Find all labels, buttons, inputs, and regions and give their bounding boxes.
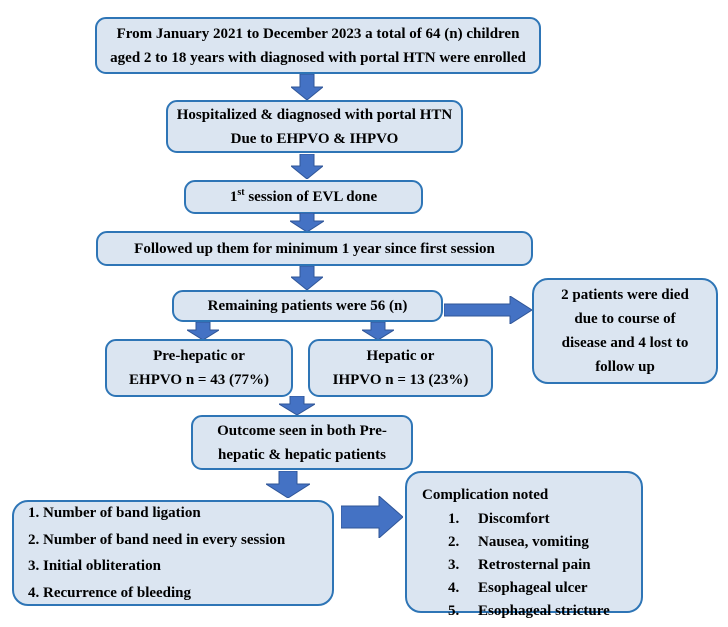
hepatic-line-2: IHPVO n = 13 (23%) [332,372,469,388]
hepatic-line-1: Hepatic or [366,348,435,364]
dropout-line-4: follow up [595,359,655,375]
down-arrow-icon [266,471,310,498]
box-evl-session: 1st session of EVL done [184,180,423,214]
measure-item-1: 1. Number of band ligation [28,505,201,521]
enrollment-line-2: aged 2 to 18 years with diagnosed with p… [110,49,526,66]
enrollment-line-1: From January 2021 to December 2023 a tot… [116,25,520,42]
box-remaining: Remaining patients were 56 (n) [172,290,443,322]
outcome-line-2: hepatic & hepatic patients [218,446,386,463]
box-prehepatic: Pre-hepatic or EHPVO n = 43 (77%) [105,339,293,397]
dropout-line-3: disease and 4 lost to [561,335,689,351]
hospitalized-line-2: Due to EHPVO & IHPVO [230,130,399,147]
complication-item: 4. Esophageal ulcer [448,580,588,596]
down-arrow-icon [279,396,315,415]
right-arrow-icon [444,296,532,324]
box-outcome-measures: 1. Number of band ligation 2. Number of … [12,500,334,606]
box-complications: Complication noted 1. Discomfort 2. Naus… [405,471,643,619]
box-hospitalized: Hospitalized & diagnosed with portal HTN… [166,100,463,153]
prehepatic-line-2: EHPVO n = 43 (77%) [129,372,269,388]
measure-item-3: 3. Initial obliteration [28,558,161,574]
down-arrow-icon [290,213,324,232]
down-arrow-icon [291,266,323,290]
complication-item: 2. Nausea, vomiting [448,534,589,550]
down-arrow-icon [291,74,323,100]
complications-title: Complication noted [422,487,549,503]
measure-item-2: 2. Number of band need in every session [28,531,286,548]
box-followup: Followed up them for minimum 1 year sinc… [96,231,533,266]
followup-text: Followed up them for minimum 1 year sinc… [134,240,495,257]
down-arrow-icon [291,154,323,179]
dropout-line-2: due to course of [574,311,676,327]
measure-item-4: 4. Recurrence of bleeding [28,584,192,601]
evl-session-text: 1st session of EVL done [229,187,378,206]
complication-item: 5. Esophageal stricture [448,603,610,619]
complication-item: 1. Discomfort [448,511,550,527]
hospitalized-line-1: Hospitalized & diagnosed with portal HTN [176,106,453,123]
box-dropout: 2 patients were died due to course of di… [532,278,718,384]
outcome-line-1: Outcome seen in both Pre- [217,422,387,439]
remaining-text: Remaining patients were 56 (n) [207,298,408,314]
ordinal-superscript: st [237,187,245,198]
down-arrow-icon [187,322,219,340]
prehepatic-line-1: Pre-hepatic or [153,348,245,364]
down-arrow-icon [362,322,394,340]
box-outcome: Outcome seen in both Pre- hepatic & hepa… [191,415,413,470]
right-arrow-icon [341,496,403,538]
dropout-line-1: 2 patients were died [561,287,689,303]
complication-item: 3. Retrosternal pain [448,557,591,573]
box-hepatic: Hepatic or IHPVO n = 13 (23%) [308,339,493,397]
box-enrollment: From January 2021 to December 2023 a tot… [95,17,541,74]
